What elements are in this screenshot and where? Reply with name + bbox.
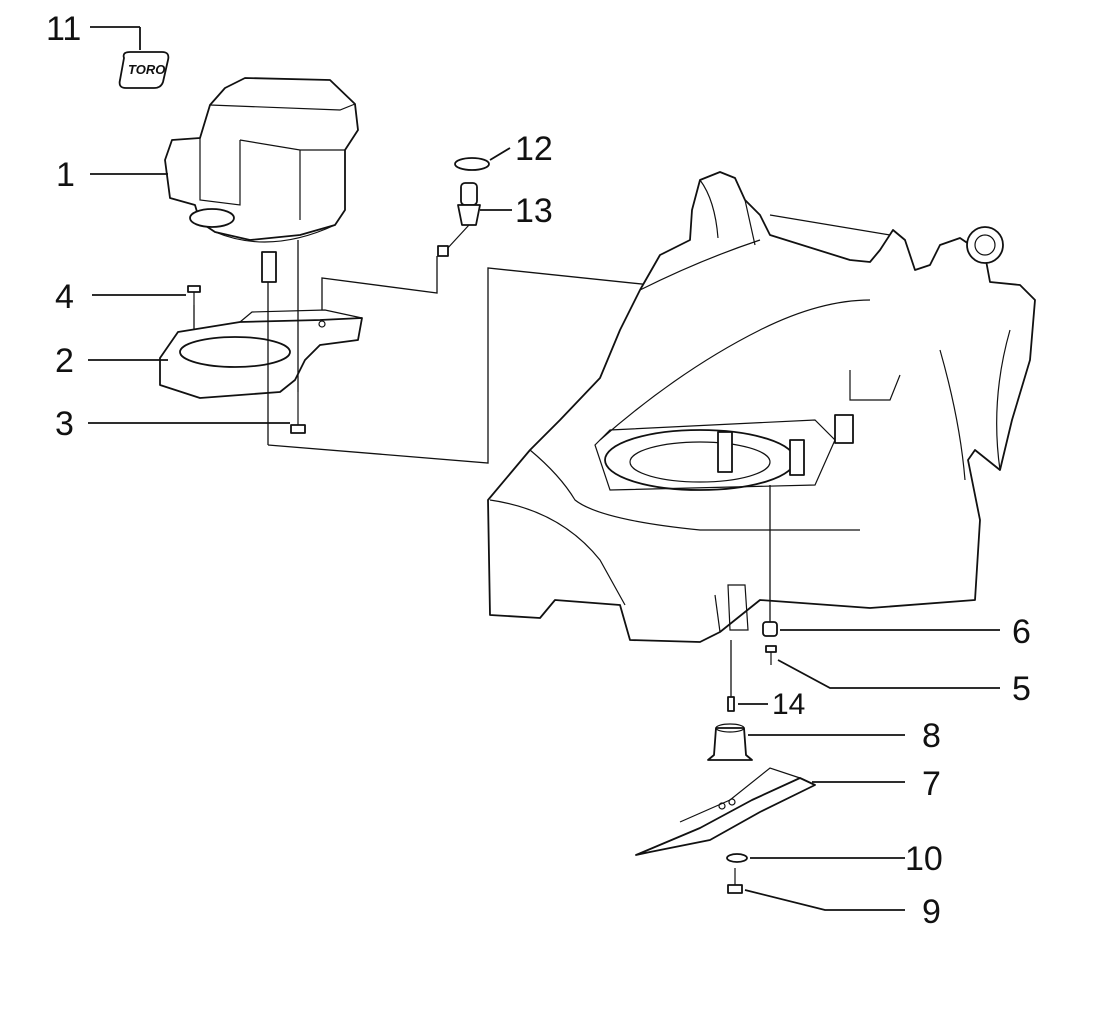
part-9-bolt (727, 868, 743, 894)
callout-10: 10 (905, 840, 943, 878)
leader-5 (777, 659, 1000, 689)
callout-6: 6 (1012, 613, 1031, 651)
callout-1: 1 (56, 156, 75, 194)
part-2-mount-plate (159, 309, 363, 399)
part-7-blade (635, 767, 816, 856)
leader-9 (744, 889, 905, 911)
callout-2: 2 (55, 342, 74, 380)
part-12-o-ring (454, 157, 490, 171)
part-14-key (727, 696, 735, 712)
callout-4: 4 (55, 278, 74, 316)
decal-logo-text: TORO (128, 62, 165, 77)
part-1-motor (164, 77, 359, 283)
part-4-screw (187, 285, 201, 305)
part-5-screw (765, 645, 777, 665)
part-13-rod (437, 182, 481, 257)
hidden-line-assembly-b (321, 256, 438, 310)
callout-5: 5 (1012, 670, 1031, 708)
part-6-bushing (762, 621, 778, 637)
part-8-blade-adapter (707, 723, 753, 761)
callout-3: 3 (55, 405, 74, 443)
callout-8: 8 (922, 717, 941, 755)
callout-12: 12 (515, 130, 553, 168)
callout-7: 7 (922, 765, 941, 803)
mower-deck (487, 171, 1036, 643)
callout-9: 9 (922, 893, 941, 931)
part-3-screw (290, 392, 306, 434)
part-10-washer (726, 853, 748, 863)
callout-14: 14 (772, 688, 805, 721)
part-11-decal: TORO (118, 51, 170, 89)
leader-12 (489, 147, 511, 161)
callout-11: 11 (46, 10, 81, 48)
callout-13: 13 (515, 192, 553, 230)
